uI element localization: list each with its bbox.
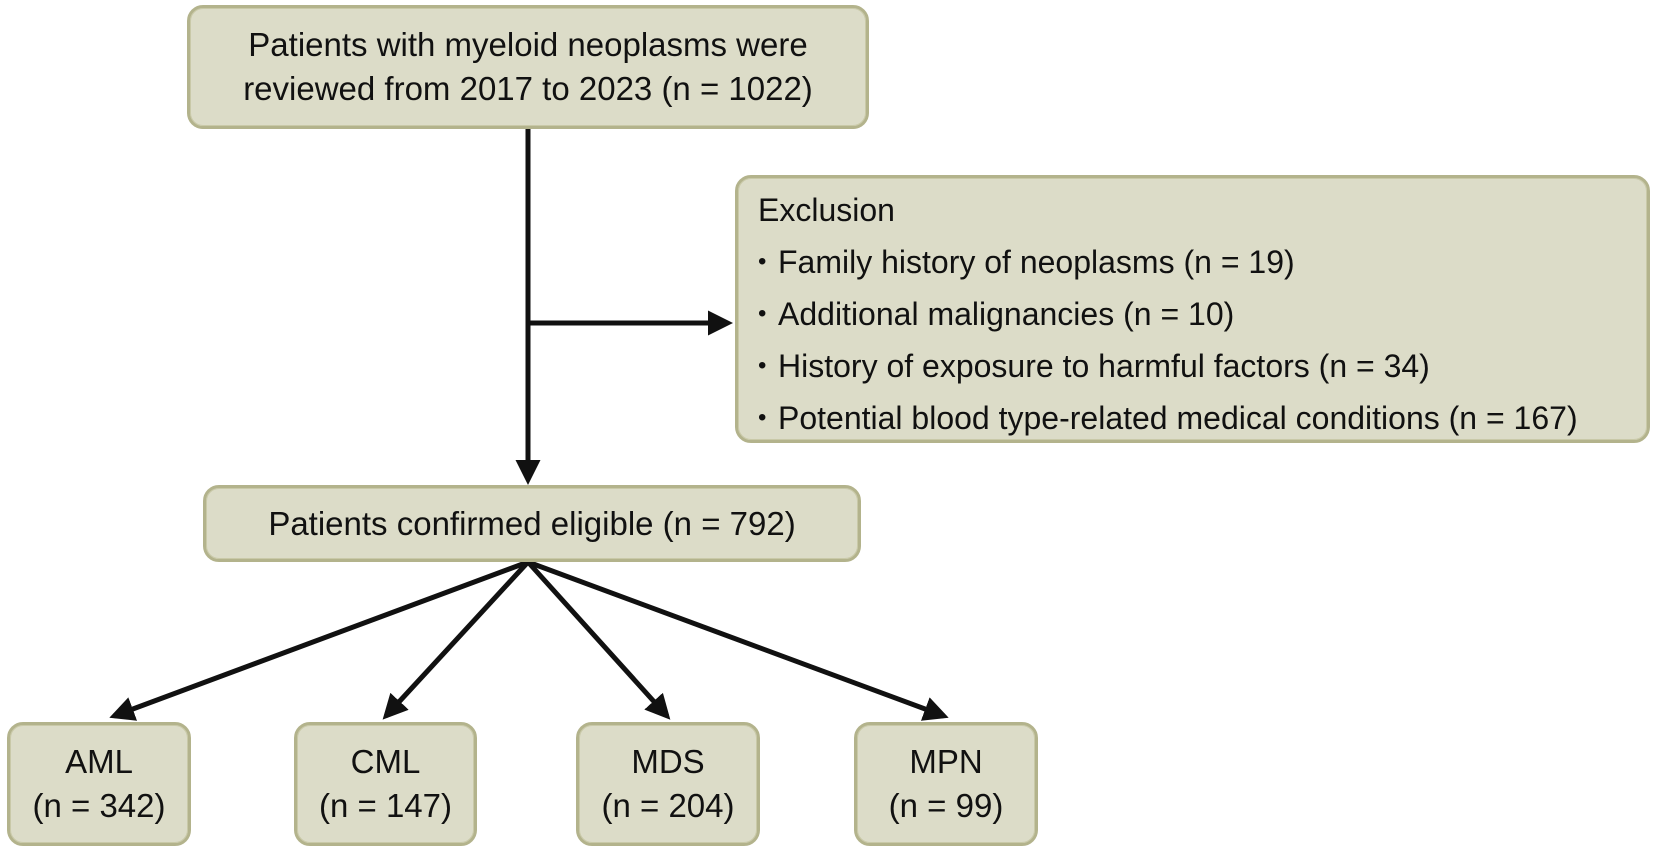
exclusion-item-text: Potential blood type-related medical con… — [778, 400, 1578, 436]
exclusion-title: Exclusion — [758, 192, 895, 228]
subgroup-box-mpn: MPN (n = 99) — [854, 722, 1038, 846]
arrow-to-mpn — [527, 559, 949, 721]
subgroup-box-aml: AML (n = 342) — [7, 722, 191, 846]
subgroup-count: (n = 99) — [888, 787, 1004, 824]
exclusion-item-text: History of exposure to harmful factors (… — [778, 348, 1430, 384]
exclusion-item-text: Family history of neoplasms (n = 19) — [778, 244, 1295, 280]
bullet-icon: • — [758, 248, 767, 275]
exclusion-item-text: Additional malignancies (n = 10) — [778, 296, 1235, 332]
subgroup-box-mds: MDS (n = 204) — [576, 722, 760, 846]
subgroup-name: MPN — [909, 743, 983, 780]
arrow-to-mds — [526, 560, 671, 720]
initial-patients-box: Patients with myeloid neoplasms were rev… — [187, 5, 869, 129]
eligible-patients-text: Patients confirmed eligible (n = 792) — [268, 504, 796, 542]
exclusion-item: • History of exposure to harmful factors… — [758, 344, 1647, 388]
bullet-icon: • — [758, 300, 767, 327]
eligible-patients-box: Patients confirmed eligible (n = 792) — [203, 485, 861, 562]
subgroup-count: (n = 204) — [601, 787, 735, 824]
bullet-icon: • — [758, 404, 767, 431]
bullet-icon: • — [758, 352, 767, 379]
subgroup-count: (n = 147) — [319, 787, 452, 824]
subgroup-name: CML — [350, 743, 421, 780]
exclusion-item: • Potential blood type-related medical c… — [758, 396, 1647, 440]
subgroup-box-cml: CML (n = 147) — [294, 722, 477, 846]
initial-patients-line-1: Patients with myeloid neoplasms were — [248, 26, 808, 63]
exclusion-box: Exclusion • Family history of neoplasms … — [735, 175, 1650, 443]
exclusion-item: • Additional malignancies (n = 10) — [758, 292, 1647, 336]
subgroup-name: MDS — [631, 743, 705, 780]
arrow-to-cml — [382, 560, 530, 720]
arrow-to-aml — [109, 559, 529, 721]
exclusion-list: • Family history of neoplasms (n = 19) •… — [758, 240, 1647, 440]
subgroup-name: AML — [65, 743, 133, 780]
exclusion-item: • Family history of neoplasms (n = 19) — [758, 240, 1647, 284]
initial-patients-line-2: reviewed from 2017 to 2023 (n = 1022) — [243, 70, 813, 107]
subgroup-count: (n = 342) — [32, 787, 166, 824]
